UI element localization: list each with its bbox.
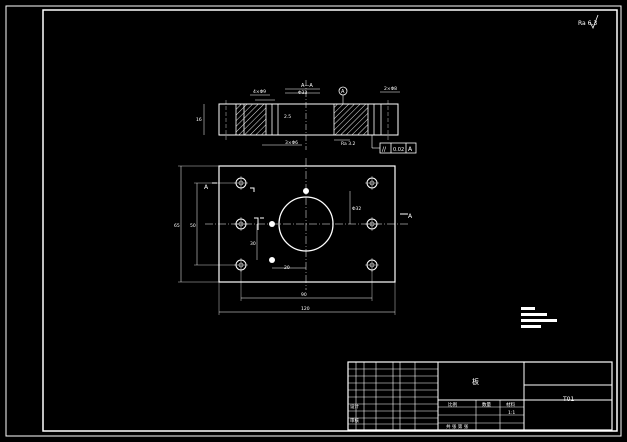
top-center-dim: Φ33 bbox=[298, 90, 307, 96]
side-height-dim: 16 bbox=[196, 117, 202, 123]
section-marker-right: A bbox=[408, 213, 413, 220]
section-view: A—A Φ33 4×Φ9 A 2×Φ8 16 bbox=[196, 80, 417, 154]
title-block: 板 T01 比例 数量 材料 1:1 设计 审核 共 张 第 张 bbox=[347, 361, 613, 431]
part-name: 板 bbox=[472, 377, 479, 386]
corner-holes bbox=[234, 176, 379, 272]
corner-roughness-symbol: Ra 6.3 bbox=[578, 14, 599, 29]
technical-notes bbox=[521, 307, 557, 328]
pin-holes bbox=[250, 187, 309, 263]
section-title: A—A bbox=[301, 83, 313, 89]
hatch-right bbox=[333, 103, 369, 136]
bottom-dim: 3×Φ6 bbox=[285, 140, 298, 146]
svg-text:A: A bbox=[341, 89, 345, 95]
plan-mid-dim: 30 bbox=[250, 241, 256, 247]
top-left-dim: 4×Φ9 bbox=[253, 89, 266, 95]
inner-border bbox=[42, 9, 618, 432]
plan-small-dim: 20 bbox=[284, 265, 290, 271]
top-right-dim: 2×Φ8 bbox=[384, 86, 397, 92]
inner-left-dim: 2.5 bbox=[284, 114, 291, 120]
sheet-label: 共 张 第 张 bbox=[446, 423, 469, 430]
scale-header: 比例 bbox=[448, 401, 457, 408]
plan-view: 65 50 A A 30 Φ32 20 90 120 bbox=[174, 158, 413, 315]
svg-text:A: A bbox=[408, 146, 413, 153]
quantity-header: 数量 bbox=[482, 401, 491, 408]
checker-label: 审核 bbox=[350, 417, 359, 424]
plan-top-right-dim: Φ32 bbox=[352, 206, 361, 212]
hatch-left bbox=[235, 103, 267, 136]
drawing-number: T01 bbox=[562, 396, 574, 403]
plan-width-inner: 90 bbox=[301, 292, 307, 298]
tolerance-frame: // 0.02 A bbox=[371, 135, 417, 154]
scale-value: 1:1 bbox=[508, 410, 515, 416]
designer-label: 设计 bbox=[350, 403, 359, 410]
plan-left-dim: 65 bbox=[174, 223, 180, 229]
svg-text://: // bbox=[382, 146, 387, 153]
roughness-note: Ra 3.2 bbox=[341, 141, 356, 147]
svg-text:0.02: 0.02 bbox=[393, 147, 404, 153]
section-marker-left: A bbox=[204, 184, 209, 191]
plan-left-inner: 50 bbox=[190, 223, 196, 229]
svg-text:Ra 6.3: Ra 6.3 bbox=[578, 20, 597, 27]
center-bore bbox=[278, 196, 334, 252]
section-body bbox=[218, 103, 399, 136]
material-header: 材料 bbox=[506, 401, 515, 408]
plan-width-outer: 120 bbox=[301, 306, 310, 312]
outer-border bbox=[5, 5, 622, 437]
